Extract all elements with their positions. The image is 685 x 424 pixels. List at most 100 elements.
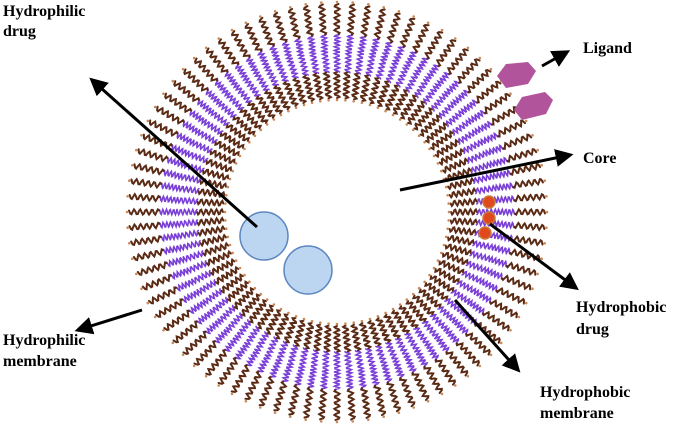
lipid-chain [263,89,284,115]
lipid-chain [194,57,218,82]
bilayer-membrane [125,0,549,424]
lipid-chain [359,5,372,38]
lipid-chain [391,46,405,65]
lipid-chain [193,340,217,366]
lipid-head [204,374,208,378]
lipid-chain [258,16,276,47]
lipid-chain [403,355,418,375]
lipid-head [248,140,251,144]
lipid-head [454,37,457,40]
lipid-head [382,415,386,419]
lipid-chain [269,359,283,378]
lipid-chain [176,196,199,206]
label-line: membrane [540,405,614,422]
lipid-chain [446,48,469,75]
lipid-chain [234,319,251,339]
lipid-chain [265,309,282,335]
lipid-chain [374,317,392,344]
lipid-chain [172,320,198,344]
lipid-chain [163,168,183,181]
lipid-chain [264,336,279,357]
lipid-chain [407,100,426,125]
lipid-chain [311,72,325,101]
lipid-chain [332,71,342,99]
arrow-core [399,149,574,192]
lipid-chain [306,34,317,55]
lipid-head [265,123,269,126]
lipid-chain [501,274,532,291]
lipid-chain [465,260,487,274]
lipid-head [335,322,339,326]
lipid-chain [197,188,226,198]
lipid-chain [205,159,232,172]
lipid-chain [165,256,185,268]
lipid-head [335,0,339,4]
lipid-chain [204,318,222,335]
lipid-chain [232,115,256,136]
lipid-head [398,303,402,306]
lipid-head [447,202,451,205]
lipid-head [397,411,401,415]
lipid-head [287,109,290,113]
lipid-chain [351,72,361,101]
lipid-chain [214,265,240,286]
lipid-chain [187,299,207,315]
lipid-chain [293,319,306,347]
lipid-chain [332,351,342,373]
lipid-head [446,227,450,230]
lipid-chain [413,57,429,76]
lipid-head [454,384,457,387]
lipid-chain [141,273,172,291]
lipid-chain [202,168,230,181]
lipid-chain [488,254,508,268]
lipid-chain [421,320,440,340]
lipid-head [412,406,416,409]
lipid-chain [275,61,289,82]
lipid-chain [373,8,387,40]
lipid-chain [189,109,207,126]
lipid-head [536,148,539,152]
lipid-chain [321,350,331,373]
lipid-head [440,28,444,32]
lipid-head [545,210,549,214]
lipid-chain [205,47,229,73]
lipid-head [545,195,548,198]
lipid-chain [346,388,357,421]
lipid-chain [313,323,323,352]
lipid-chain [364,348,377,370]
lipid-chain [180,289,200,304]
lipid-chain [452,89,470,106]
lipid-chain [244,325,260,346]
lipid-head [140,287,143,291]
lipid-head [171,79,175,83]
lipid-chain [248,299,267,324]
lipid-chain [196,216,225,227]
lipid-chain [437,306,457,324]
lipid-chain [256,49,271,69]
lipid-chain [411,294,435,316]
lipid-head [273,411,277,415]
lipid-head [447,210,451,214]
lipid-chain [197,98,215,116]
lipid-chain [342,71,351,100]
lipid-head [376,106,380,109]
label-hydrophilic-membrane: Hydrophilic membrane [3,332,89,370]
lipid-chain [332,325,342,353]
lipid-chain [357,369,368,390]
lipid-chain [174,278,194,293]
lipid-chain [253,71,270,91]
label-hydrophilic-drug: Hydrophilic drug [3,3,89,40]
lipid-chain [368,77,381,105]
lipid-chain [413,107,434,131]
lipid-chain [320,51,331,73]
lipid-head [423,140,426,144]
lipid-chain [476,80,502,104]
lipid-head [153,105,157,109]
lipid-chain [176,131,195,147]
lipid-head [384,109,387,113]
lipid-chain [306,369,318,389]
lipid-chain [287,384,301,416]
lipid-head [344,99,347,102]
lipid-chain [445,351,469,377]
lipid-chain [223,334,241,352]
